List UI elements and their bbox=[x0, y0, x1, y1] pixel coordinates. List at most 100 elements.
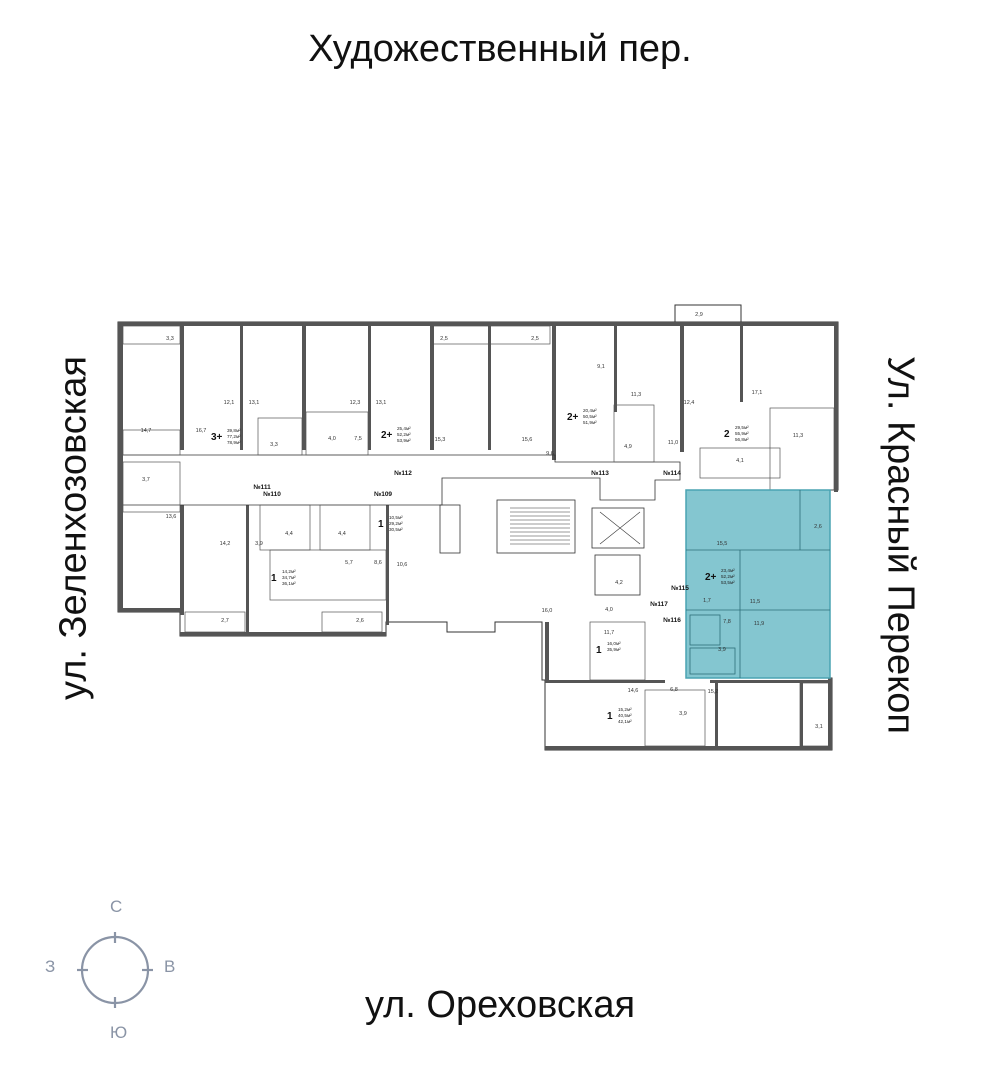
apartment-area-value: 35,9м² bbox=[607, 647, 621, 652]
room-area-label: 2,5 bbox=[440, 336, 448, 342]
room-area-label: 1,7 bbox=[703, 598, 711, 604]
apartment-area-value: 53,9м² bbox=[397, 438, 411, 443]
corridor-number-label: №109 bbox=[374, 491, 392, 498]
room-area-label: 6,8 bbox=[670, 687, 678, 693]
room-area-label: 4,0 bbox=[328, 436, 336, 442]
apartment-rooms-count: 1 bbox=[271, 573, 277, 584]
room-area-label: 4,1 bbox=[736, 458, 744, 464]
apartment-area-value: 23,4м² bbox=[721, 568, 735, 573]
room-area-label: 14,6 bbox=[628, 688, 639, 694]
room-area-label: 3,9 bbox=[679, 711, 687, 717]
room-area-label: 15,3 bbox=[435, 437, 446, 443]
corridor-number-label: №116 bbox=[663, 617, 681, 624]
corridor-number-label: №112 bbox=[394, 470, 412, 477]
room-area-label: 15,5 bbox=[717, 541, 728, 547]
apartment-area-value: 29,2м² bbox=[389, 521, 403, 526]
balcony-top bbox=[674, 304, 742, 323]
compass-ring-icon bbox=[77, 932, 153, 1008]
room-area-label: 15,2 bbox=[708, 689, 719, 695]
apartment-rooms-count: 3+ bbox=[211, 432, 223, 443]
apartment-area-value: 50,5м² bbox=[583, 414, 597, 419]
apartment-rooms-count: 2+ bbox=[567, 412, 579, 423]
partitions bbox=[122, 325, 835, 747]
apartment-area-value: 14,2м² bbox=[282, 569, 296, 574]
apartment-rooms-count: 1 bbox=[378, 519, 384, 530]
room-area-label: 14,7 bbox=[141, 428, 152, 434]
room-area-label: 13,1 bbox=[376, 400, 387, 406]
corridor-number-label: №110 bbox=[263, 491, 281, 498]
room-area-label: 2,9 bbox=[695, 312, 703, 318]
room-area-label: 4,0 bbox=[605, 607, 613, 613]
room-area-label: 9,6 bbox=[546, 451, 554, 457]
street-label-bottom: ул. Ореховская bbox=[364, 984, 636, 1026]
room-area-label: 12,4 bbox=[684, 400, 695, 406]
corridor-number-label: №115 bbox=[671, 585, 689, 592]
room-area-label: 5,7 bbox=[345, 560, 353, 566]
room-area-label: 16,7 bbox=[196, 428, 207, 434]
apartment-area-value: 16,0м² bbox=[607, 641, 621, 646]
room-area-label: 3,9 bbox=[255, 541, 263, 547]
room-area-label: 4,4 bbox=[338, 531, 346, 537]
apartment-rooms-count: 2+ bbox=[381, 430, 393, 441]
highlighted-apartment[interactable] bbox=[685, 489, 831, 679]
staircase bbox=[510, 507, 641, 545]
room-area-label: 11,9 bbox=[754, 621, 764, 627]
room-area-label: 11,3 bbox=[793, 433, 803, 439]
apartment-area-value: 51,9м² bbox=[583, 420, 597, 425]
apartment-area-value: 39,8м² bbox=[227, 428, 241, 433]
room-area-label: 11,5 bbox=[750, 599, 760, 605]
room-area-label: 11,3 bbox=[631, 392, 641, 398]
corridor-number-label: №111 bbox=[253, 484, 271, 491]
corridor-number-label: №117 bbox=[650, 601, 668, 608]
room-area-label: 3,3 bbox=[166, 336, 174, 342]
compass-north-label: С bbox=[110, 897, 123, 916]
room-area-label: 15,6 bbox=[522, 437, 533, 443]
room-area-label: 17,1 bbox=[752, 390, 763, 396]
apartment-area-value: 42,1м² bbox=[618, 719, 632, 724]
room-area-label: 10,6 bbox=[397, 562, 408, 568]
wall-segments bbox=[118, 322, 838, 750]
room-area-label: 3,3 bbox=[270, 442, 278, 448]
room-area-label: 13,1 bbox=[249, 400, 260, 406]
apartment-area-value: 52,2м² bbox=[721, 574, 735, 579]
apartment-area-value: 25,4м² bbox=[397, 426, 411, 431]
apartment-rooms-count: 1 bbox=[607, 711, 613, 722]
apartment-area-value: 15,2м² bbox=[618, 707, 632, 712]
room-area-label: 7,8 bbox=[723, 619, 731, 625]
apartment-rooms-count: 2+ bbox=[705, 572, 717, 583]
apartment-area-value: 40,5м² bbox=[618, 713, 632, 718]
compass: С Ю З В bbox=[45, 895, 175, 1045]
corridor-number-label: №113 bbox=[591, 470, 609, 477]
room-area-label: 11,7 bbox=[604, 630, 614, 636]
room-area-label: 3,7 bbox=[142, 477, 150, 483]
compass-south-label: Ю bbox=[110, 1023, 128, 1042]
apartment-area-value: 52,2м² bbox=[397, 432, 411, 437]
apartment-area-value: 77,2м² bbox=[227, 434, 241, 439]
room-area-label: 2,6 bbox=[814, 524, 822, 530]
room-area-label: 3,1 bbox=[815, 724, 823, 730]
room-area-label: 7,5 bbox=[354, 436, 362, 442]
apartment-area-value: 30,5м² bbox=[389, 527, 403, 532]
room-area-label: 3,9 bbox=[718, 647, 726, 653]
room-area-label: 2,6 bbox=[356, 618, 364, 624]
room-area-label: 4,2 bbox=[615, 580, 623, 586]
room-area-label: 8,6 bbox=[374, 560, 382, 566]
apartment-rooms-count: 2 bbox=[724, 429, 730, 440]
apartment-area-value: 36,1м² bbox=[282, 581, 296, 586]
room-area-label: 14,2 bbox=[220, 541, 231, 547]
room-area-label: 16,0 bbox=[542, 608, 553, 614]
street-label-top: Художественный пер. bbox=[308, 28, 692, 70]
apartment-area-value: 53,5м² bbox=[721, 580, 735, 585]
compass-east-label: В bbox=[164, 957, 176, 976]
room-area-label: 4,4 bbox=[285, 531, 293, 537]
